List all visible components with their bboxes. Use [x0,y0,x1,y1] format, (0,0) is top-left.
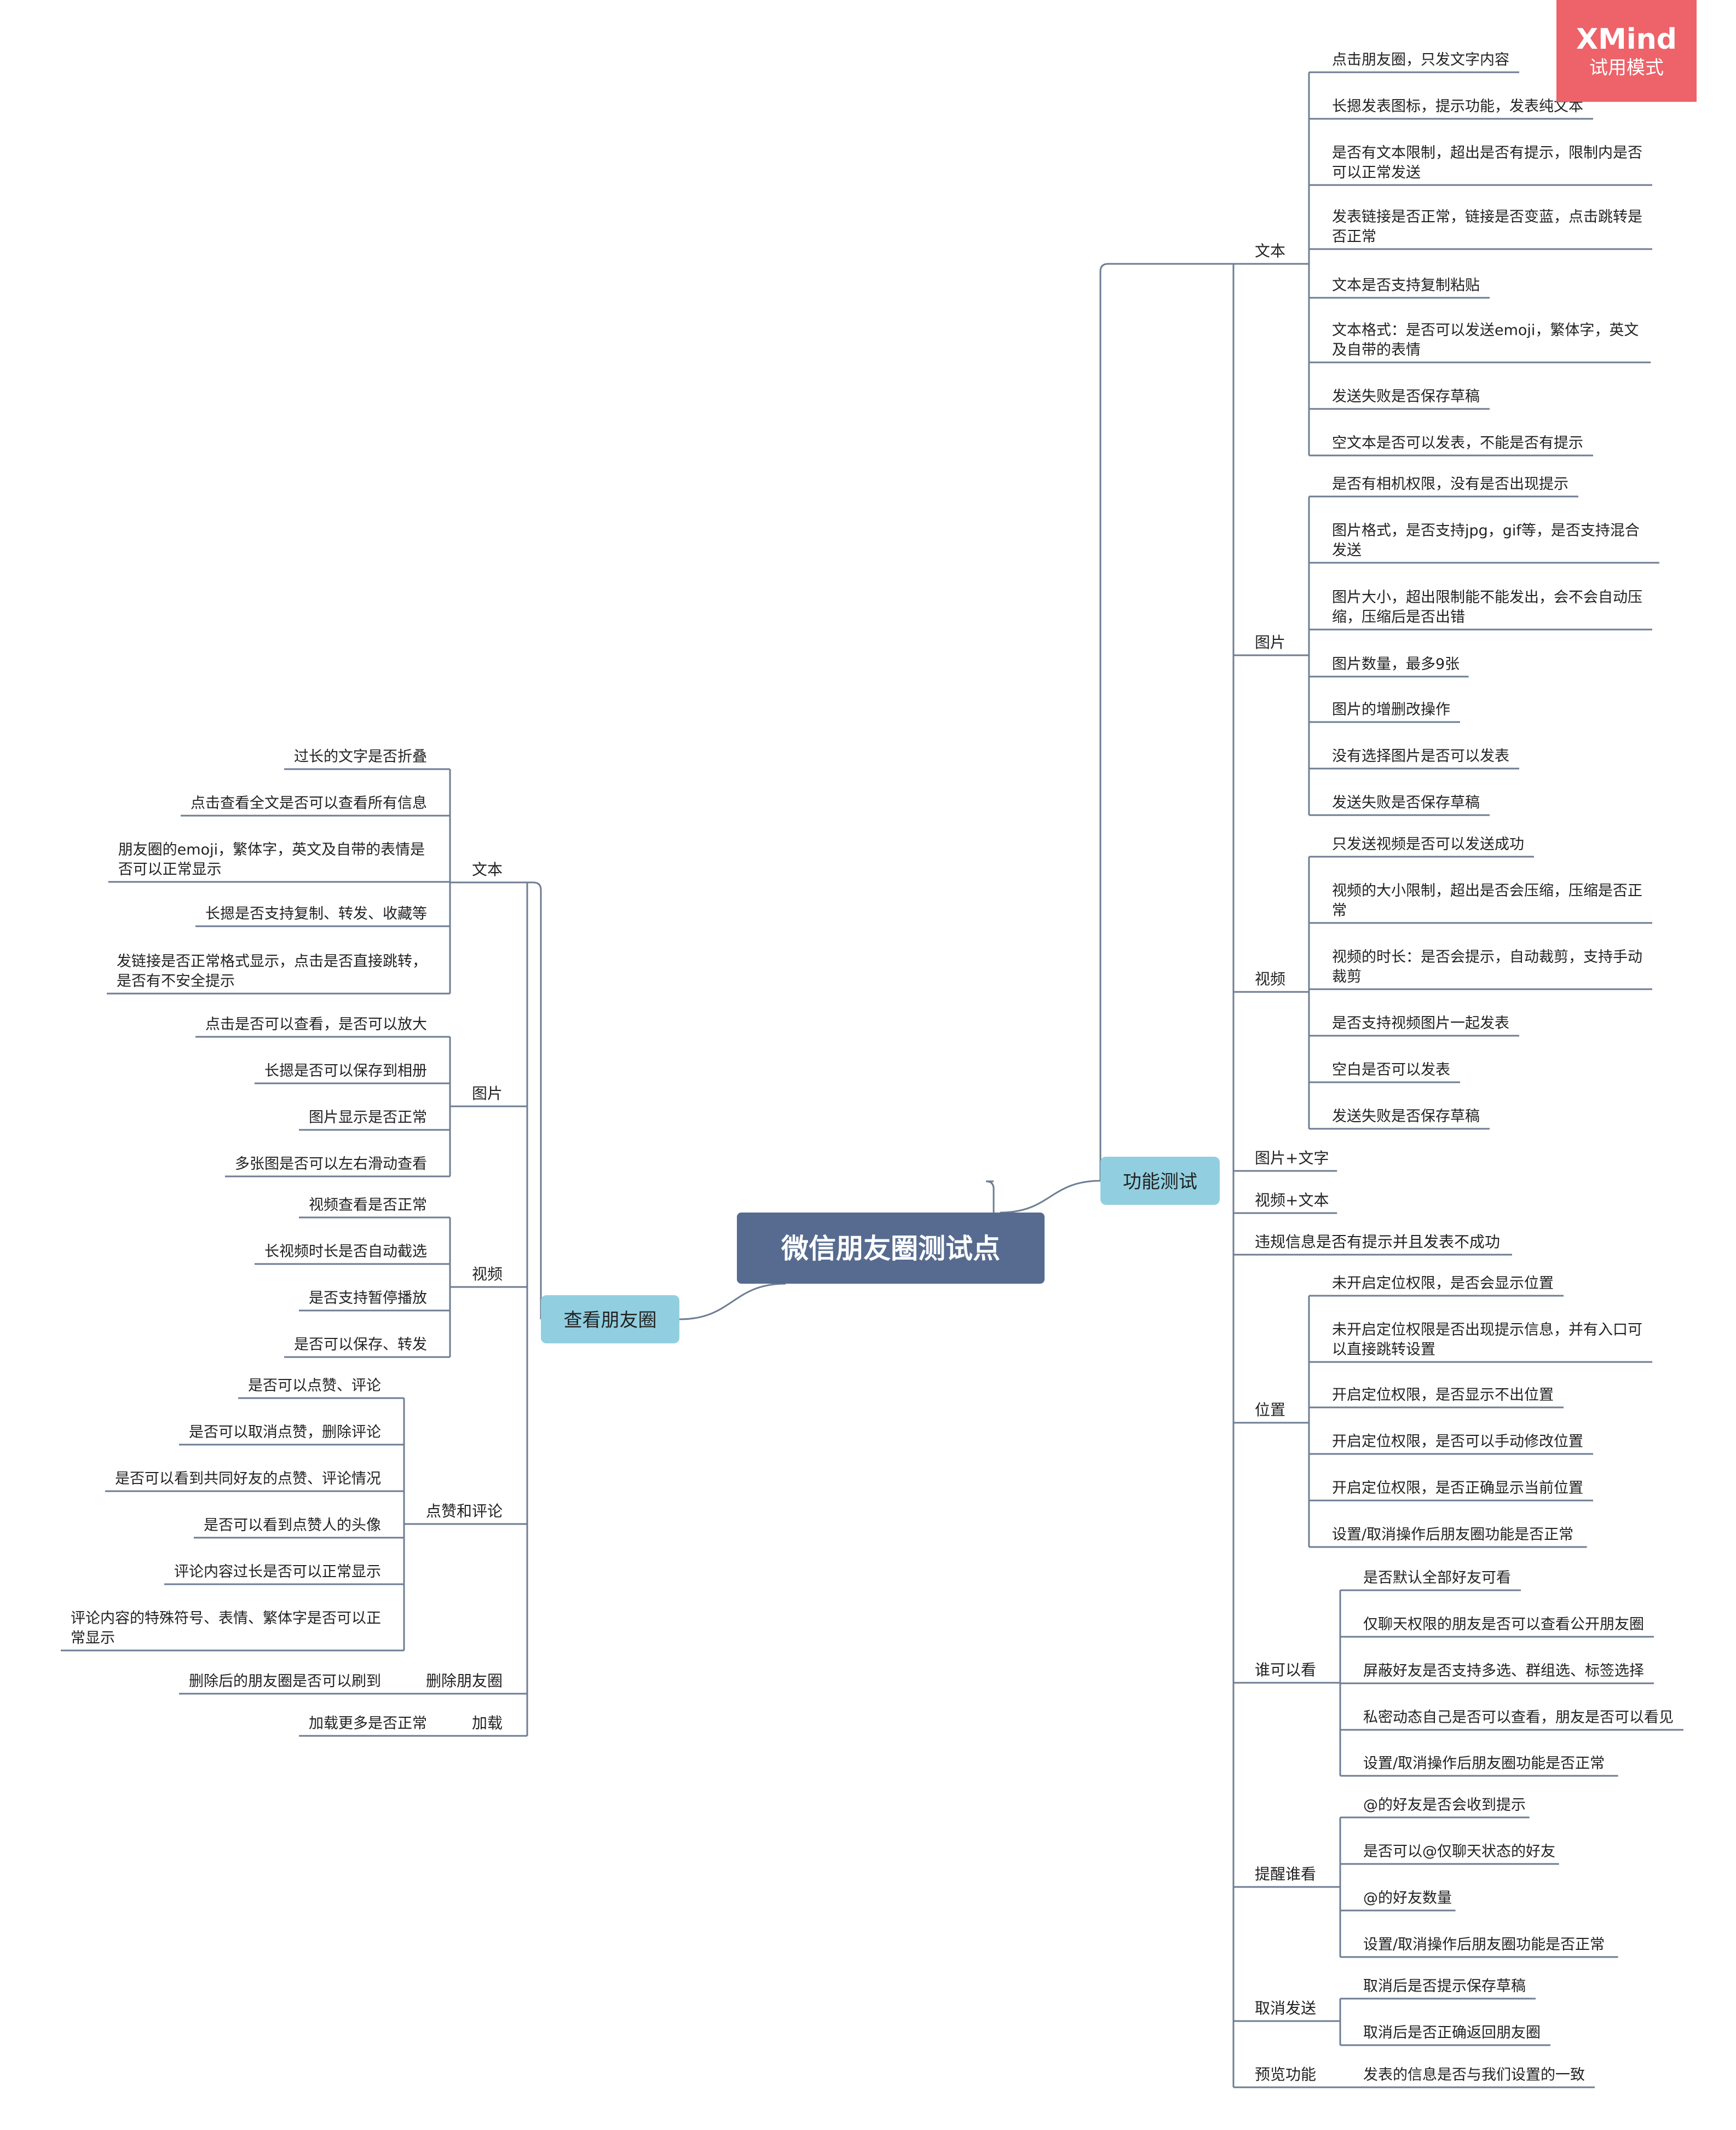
connector-right-spine-top [1099,263,1233,1181]
left-group-5-label: 加载 [472,1714,503,1732]
right-group-6-item-0: 未开启定位权限，是否会显示位置 [1332,1275,1554,1292]
trial-mode-label: 试用模式 [1589,57,1664,79]
right-group-2-label: 视频 [1255,970,1285,988]
right-group-2-item-1: 视频的大小限制，超出是否会压缩，压缩是否正常 [1332,882,1642,919]
connector-left-spine-top [527,881,542,1319]
right-group-6-item-3: 开启定位权限，是否可以手动修改位置 [1332,1433,1583,1450]
right-group-10-label: 预览功能 [1255,2065,1316,2083]
topic-view-moments-label: 查看朋友圈 [564,1309,657,1331]
left-group-4-item-0: 删除后的朋友圈是否可以刷到 [189,1673,381,1690]
right-group-0-item-1: 长摁发表图标，提示功能，发表纯文本 [1332,98,1583,115]
right-group-3-label: 图片+文字 [1255,1149,1329,1167]
right-group-2-item-3: 是否支持视频图片一起发表 [1332,1015,1509,1032]
right-group-8-label: 提醒谁看 [1255,1865,1316,1883]
right-group-7-item-0: 是否默认全部好友可看 [1363,1569,1511,1586]
right-group-1-item-0: 是否有相机权限，没有是否出现提示 [1332,476,1568,493]
right-group-8-item-2: @的好友数量 [1363,1890,1452,1907]
left-group-2-item-1: 长视频时长是否自动截选 [264,1243,427,1260]
root-topic-label: 微信朋友圈测试点 [781,1233,1000,1265]
xmind-trial-badge: XMind 试用模式 [1556,0,1697,102]
right-group-2-item-5: 发送失败是否保存草稿 [1332,1108,1480,1125]
right-group-0-item-6: 发送失败是否保存草稿 [1332,388,1480,405]
connector-lines [61,71,1683,2088]
connector-root-right-elbow [985,1180,995,1213]
left-group-3-item-5: 评论内容的特殊符号、表情、繁体字是否可以正常显示 [71,1610,381,1647]
left-group-0-label: 文本 [472,861,503,879]
right-group-1-item-2: 图片大小，超出限制能不能发出，会不会自动压缩，压缩后是否出错 [1332,589,1642,626]
right-group-6-item-1: 未开启定位权限是否出现提示信息，并有入口可以直接跳转设置 [1332,1321,1642,1358]
right-group-0-item-3: 发表链接是否正常，链接是否变蓝，点击跳转是否正常 [1332,209,1642,245]
topic-function-test[interactable] [1100,1157,1220,1205]
left-group-1-item-2: 图片显示是否正常 [309,1109,427,1126]
right-group-0-item-4: 文本是否支持复制粘贴 [1332,277,1480,294]
left-group-0-item-3: 长摁是否支持复制、转发、收藏等 [205,905,427,922]
right-group-7-label: 谁可以看 [1255,1661,1316,1679]
left-group-3-item-0: 是否可以点赞、评论 [248,1377,381,1394]
left-group-2-item-0: 视频查看是否正常 [309,1197,427,1214]
right-group-8-item-1: 是否可以@仅聊天状态的好友 [1363,1843,1555,1860]
right-group-6-item-2: 开启定位权限，是否显示不出位置 [1332,1387,1554,1404]
left-group-3-item-4: 评论内容过长是否可以正常显示 [174,1563,381,1580]
left-group-1-item-3: 多张图是否可以左右滑动查看 [235,1156,427,1173]
left-group-0-item-2: 朋友圈的emoji，繁体字，英文及自带的表情是否可以正常显示 [118,841,425,878]
left-group-3-item-3: 是否可以看到点赞人的头像 [204,1517,381,1534]
right-group-1-item-6: 发送失败是否保存草稿 [1332,794,1480,811]
right-group-9-item-1: 取消后是否正确返回朋友圈 [1363,2024,1541,2041]
topic-view-moments[interactable] [541,1295,679,1343]
right-group-1-item-1: 图片格式，是否支持jpg，gif等，是否支持混合发送 [1332,522,1640,559]
topic-function-test-label: 功能测试 [1123,1171,1197,1193]
xmind-brand-label: XMind [1576,23,1677,56]
right-group-0-label: 文本 [1255,242,1285,260]
right-group-0-item-0: 点击朋友圈，只发文字内容 [1332,51,1509,68]
left-group-5-item-0: 加载更多是否正常 [309,1715,427,1732]
right-group-7-item-2: 屏蔽好友是否支持多选、群组选、标签选择 [1363,1663,1644,1679]
right-group-6-label: 位置 [1255,1401,1285,1419]
right-group-8-item-3: 设置/取消操作后朋友圈功能是否正常 [1363,1936,1605,1953]
right-group-8-item-0: @的好友是否会收到提示 [1363,1797,1526,1814]
right-group-0-item-7: 空文本是否可以发表，不能是否有提示 [1332,435,1583,452]
left-group-0-item-1: 点击查看全文是否可以查看所有信息 [191,795,427,812]
right-group-7-item-1: 仅聊天权限的朋友是否可以查看公开朋友圈 [1363,1616,1644,1633]
right-group-2-item-0: 只发送视频是否可以发送成功 [1332,836,1524,853]
left-group-0-item-4: 发链接是否正常格式显示，点击是否直接跳转，是否有不安全提示 [117,953,427,990]
right-group-7-item-4: 设置/取消操作后朋友圈功能是否正常 [1363,1755,1605,1772]
right-group-10-item-0: 发表的信息是否与我们设置的一致 [1363,2066,1585,2083]
left-group-1-item-0: 点击是否可以查看，是否可以放大 [205,1016,427,1033]
left-group-1-label: 图片 [472,1084,503,1102]
right-group-9-label: 取消发送 [1255,1999,1316,2017]
connector-root-right [1000,1180,1101,1214]
left-group-4-label: 删除朋友圈 [426,1672,503,1690]
left-group-0-item-0: 过长的文字是否折叠 [294,748,427,765]
right-group-1-item-4: 图片的增删改操作 [1332,701,1450,718]
left-group-2-label: 视频 [472,1265,503,1283]
right-group-1-label: 图片 [1255,633,1285,651]
left-group-1-item-1: 长摁是否可以保存到相册 [264,1063,427,1080]
root-topic[interactable] [737,1213,1045,1284]
right-group-1-item-3: 图片数量，最多9张 [1332,656,1460,673]
left-group-3-item-2: 是否可以看到共同好友的点赞、评论情况 [115,1470,381,1487]
left-group-2-item-2: 是否支持暂停播放 [309,1290,427,1307]
right-group-0-item-5: 文本格式：是否可以发送emoji，繁体字，英文及自带的表情 [1332,322,1639,359]
right-group-9-item-0: 取消后是否提示保存草稿 [1363,1978,1526,1995]
left-group-3-item-1: 是否可以取消点赞，删除评论 [189,1424,381,1441]
right-group-6-item-5: 设置/取消操作后朋友圈功能是否正常 [1332,1526,1573,1543]
right-group-7-item-3: 私密动态自己是否可以查看，朋友是否可以看见 [1363,1709,1674,1726]
left-group-2-item-3: 是否可以保存、转发 [294,1336,427,1353]
right-group-4-label: 视频+文本 [1255,1191,1329,1209]
right-group-0-item-2: 是否有文本限制，超出是否有提示，限制内是否可以正常发送 [1332,145,1642,181]
right-group-2-item-4: 空白是否可以发表 [1332,1061,1450,1078]
left-group-3-label: 点赞和评论 [426,1502,503,1520]
right-group-6-item-4: 开启定位权限，是否正确显示当前位置 [1332,1480,1583,1497]
right-group-1-item-5: 没有选择图片是否可以发表 [1332,748,1509,765]
connector-root-left [679,1283,786,1320]
right-group-2-item-2: 视频的时长：是否会提示，自动裁剪，支持手动裁剪 [1332,949,1642,985]
right-group-5-label: 违规信息是否有提示并且发表不成功 [1255,1233,1500,1251]
